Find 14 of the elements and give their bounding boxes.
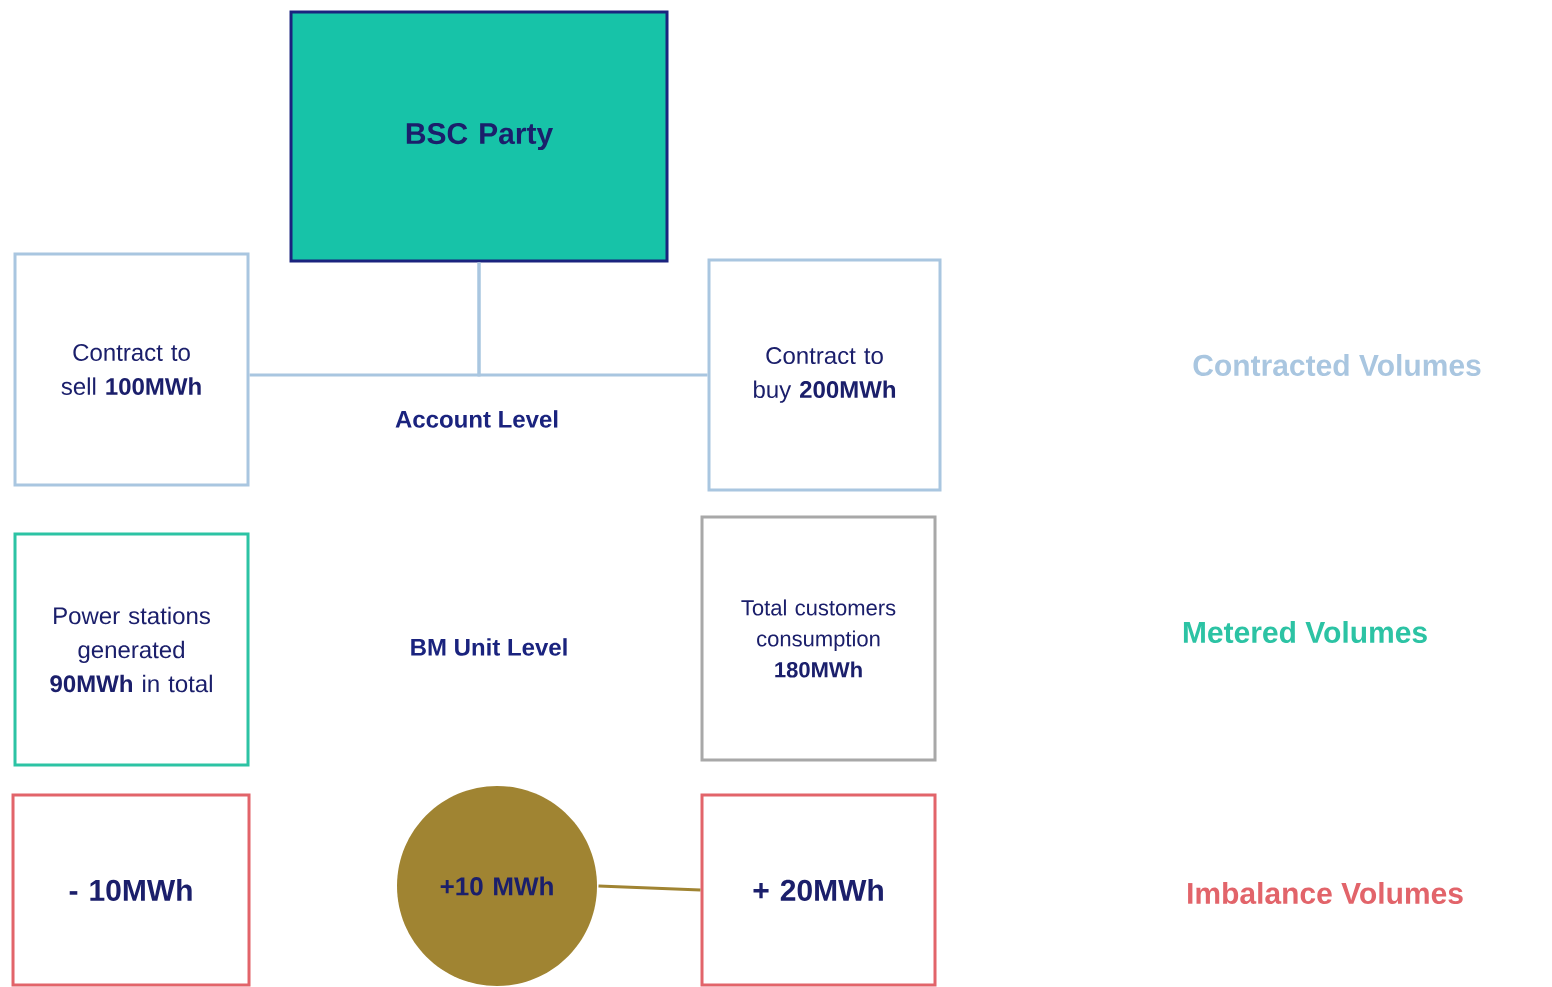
imbalance-box: + 20MWh bbox=[700, 793, 937, 987]
contract-box: Contract to sell 100MWh bbox=[13, 252, 250, 487]
level-label: BM Unit Level bbox=[411, 638, 567, 656]
party-box: BSC Party bbox=[289, 10, 669, 263]
metered-box: Total customers consumption 180MWh bbox=[700, 515, 937, 762]
contract-box: Contract to buy 200MWh bbox=[707, 258, 942, 492]
imbalance-box: - 10MWh bbox=[11, 793, 251, 987]
volume-label: Imbalance Volumes bbox=[1188, 881, 1463, 904]
volume-label: Contracted Volumes bbox=[1193, 353, 1481, 376]
connector-line bbox=[477, 262, 708, 377]
metered-box: Power stations generated 90MWh in total bbox=[13, 532, 250, 767]
level-label: Account Level bbox=[395, 410, 558, 428]
connector-line bbox=[598, 884, 701, 892]
volume-label: Metered Volumes bbox=[1183, 620, 1427, 643]
